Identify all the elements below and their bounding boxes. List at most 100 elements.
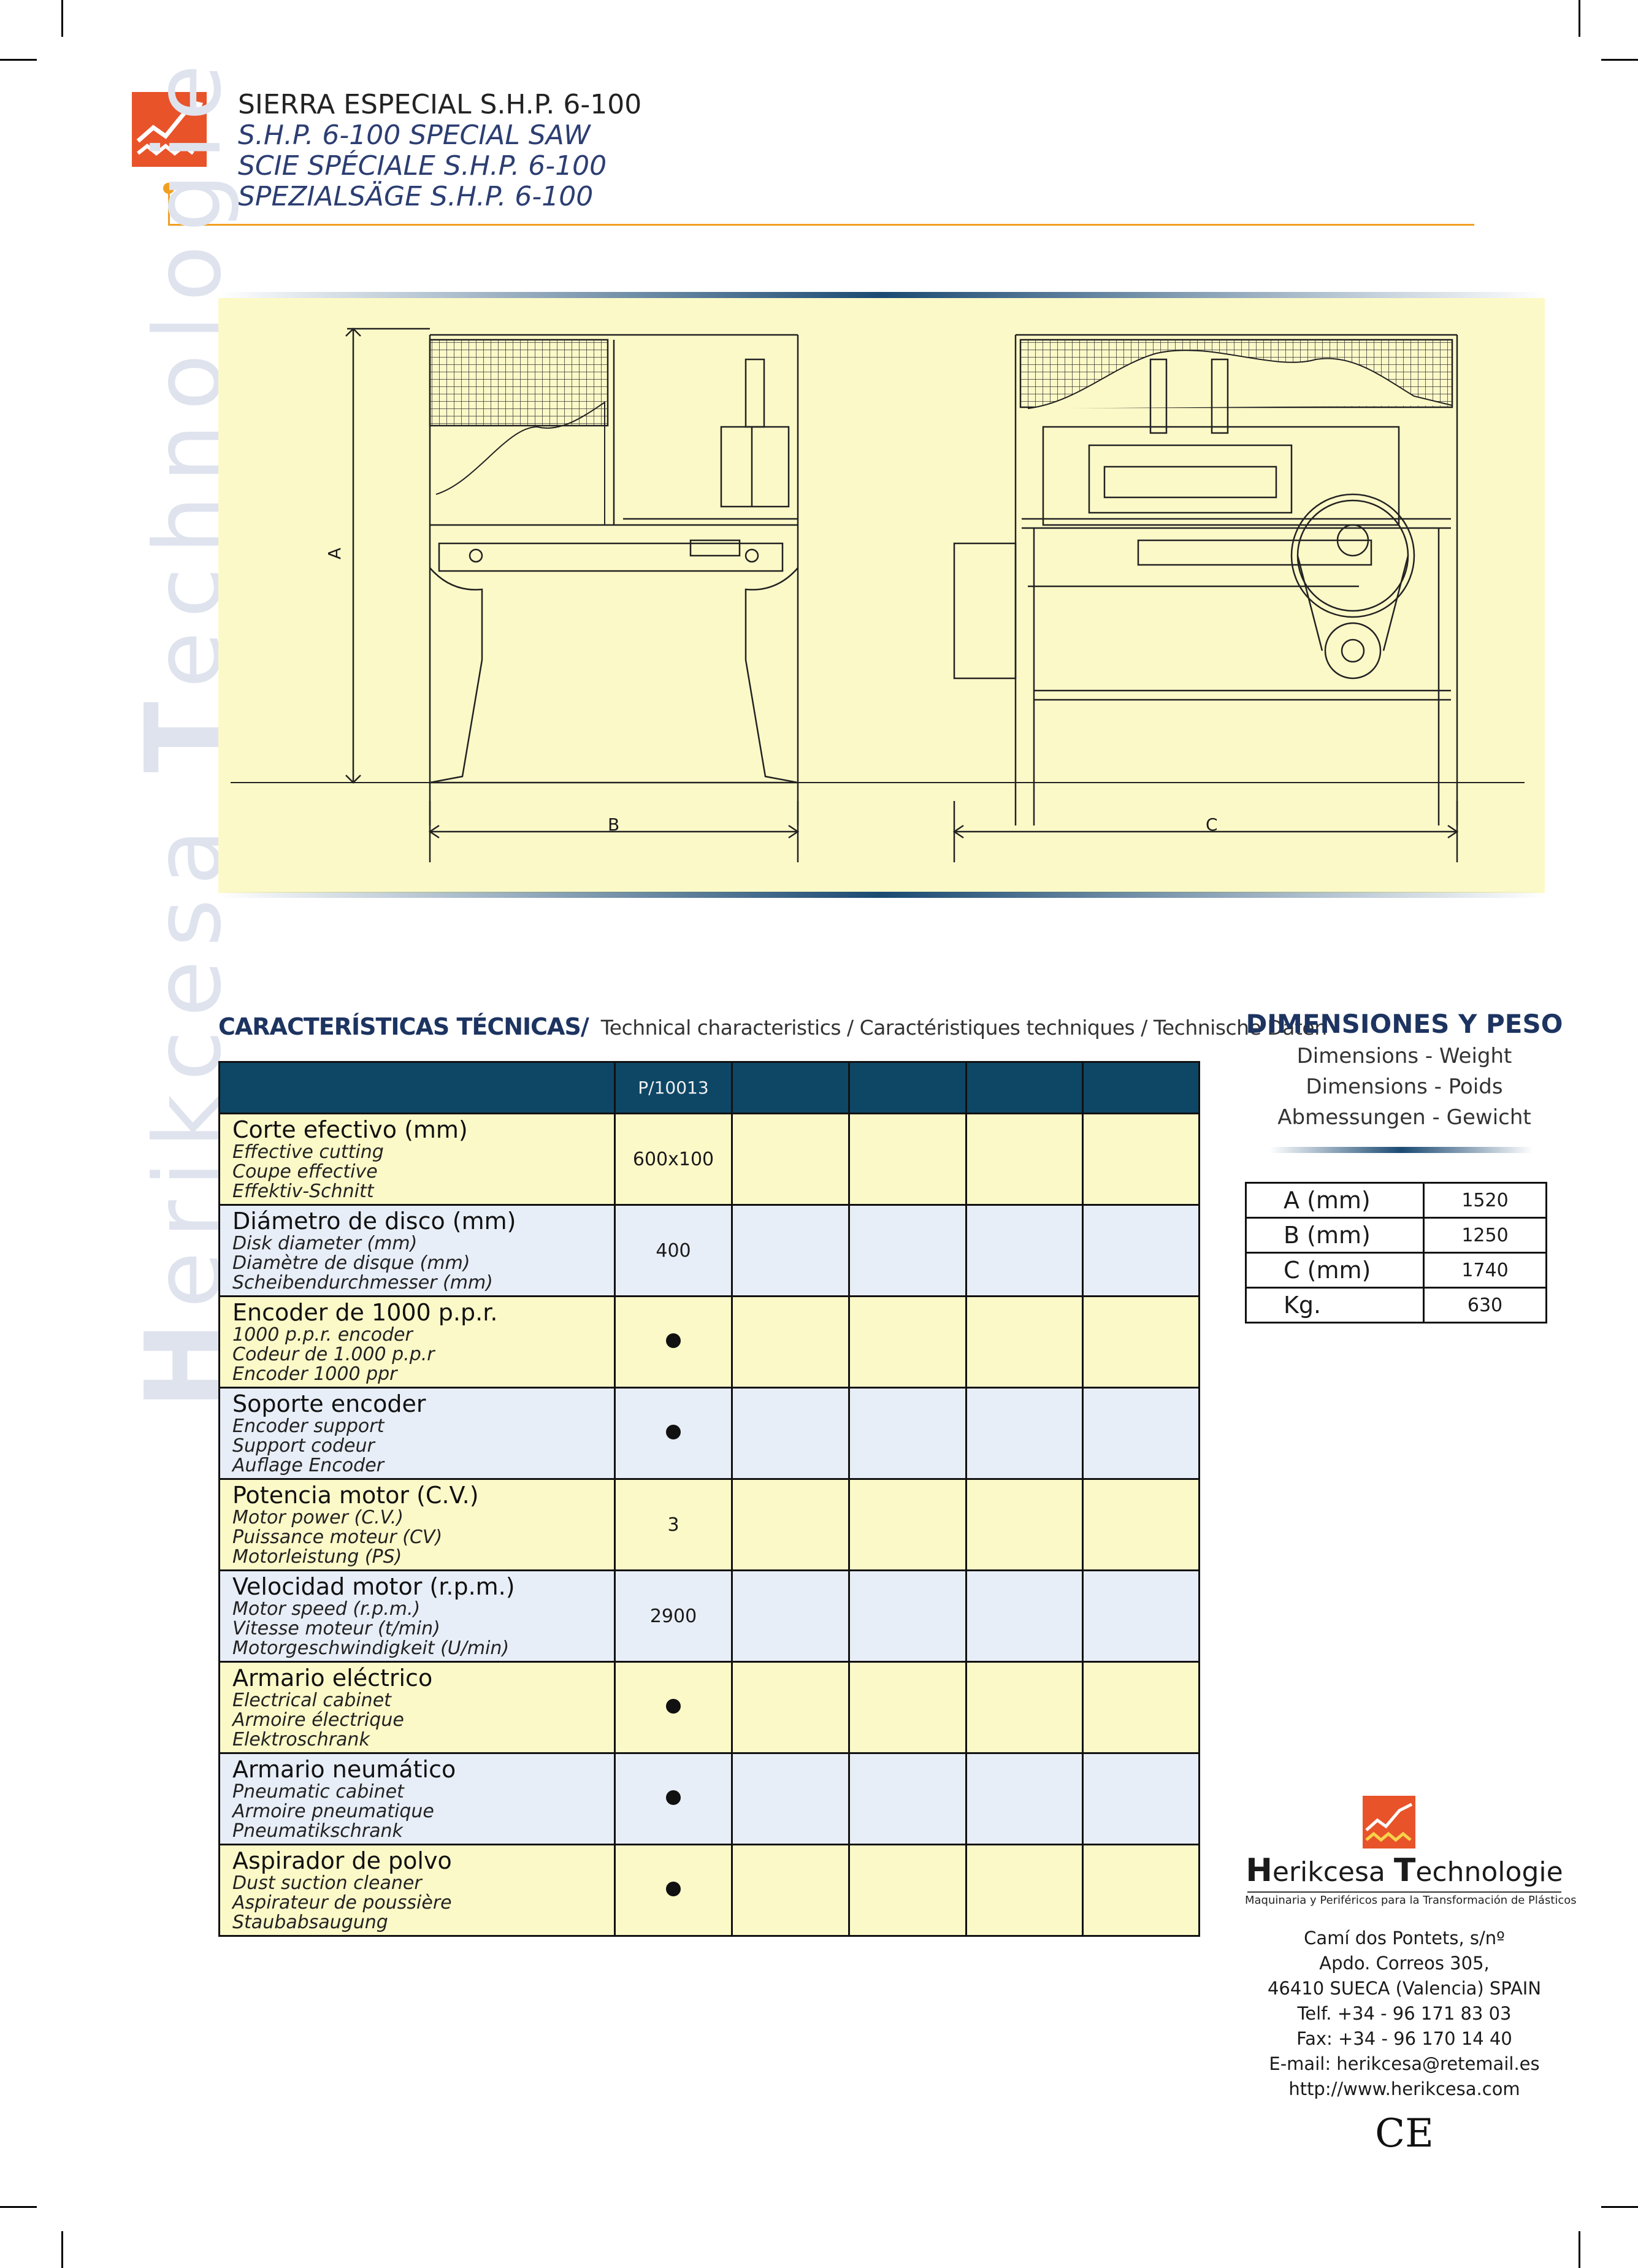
empty-cell — [848, 1387, 967, 1480]
empty-cell — [1082, 1752, 1200, 1845]
spec-label-fr: Armoire électrique — [232, 1709, 404, 1731]
dimension-row: A (mm)1520 — [1245, 1182, 1547, 1219]
empty-cell — [848, 1204, 967, 1297]
table-row: Velocidad motor (r.p.m.)Motor speed (r.p… — [218, 1569, 1200, 1663]
spec-label-de: Elektroschrank — [232, 1729, 370, 1750]
spec-label-de: Pneumatikschrank — [232, 1820, 403, 1842]
included-bullet-icon — [666, 1881, 681, 1896]
empty-cell — [1082, 1844, 1200, 1937]
dimensions-sub-fr: Dimensions - Poids — [1306, 1075, 1503, 1099]
spec-label-es: Velocidad motor (r.p.m.) — [232, 1573, 515, 1600]
crop-mark — [1601, 2206, 1638, 2208]
empty-cell — [848, 1569, 967, 1663]
company-tagline-rule — [1247, 1891, 1561, 1893]
company-word-2: echnologie — [1415, 1856, 1563, 1888]
empty-column-header — [848, 1061, 967, 1114]
spec-label-cell: Potencia motor (C.V.)Motor power (C.V.)P… — [218, 1478, 616, 1571]
spec-label-en: Disk diameter (mm) — [232, 1233, 418, 1254]
spec-label-de: Staubabsaugung — [232, 1912, 388, 1933]
empty-cell — [965, 1387, 1084, 1480]
spec-label-en: Dust suction cleaner — [232, 1872, 422, 1894]
spec-label-es: Corte efectivo (mm) — [232, 1116, 468, 1143]
tech-title: CARACTERÍSTICAS TÉCNICAS/ — [218, 1013, 589, 1040]
spec-label-en: 1000 p.p.r. encoder — [232, 1324, 413, 1346]
spec-value: 3 — [667, 1514, 679, 1536]
spec-value: 600x100 — [632, 1148, 714, 1170]
dim-label-b: B — [608, 814, 620, 835]
address-line: Camí dos Pontets, s/nº — [1304, 1928, 1505, 1948]
empty-cell — [848, 1113, 967, 1206]
header-rule-dot — [163, 183, 174, 194]
empty-cell — [731, 1387, 850, 1480]
spec-value-cell: 600x100 — [614, 1113, 733, 1206]
title-en: S.H.P. 6-100 SPECIAL SAW — [238, 120, 591, 151]
spec-label-fr: Aspirateur de poussière — [232, 1892, 452, 1914]
spec-label-fr: Support codeur — [232, 1435, 375, 1457]
dim-label-a: A — [324, 547, 345, 560]
empty-cell — [965, 1113, 1084, 1206]
dim-label-c: C — [1206, 814, 1218, 835]
dimension-row: C (mm)1740 — [1245, 1252, 1547, 1289]
spec-label-fr: Vitesse moteur (t/min) — [232, 1618, 440, 1639]
spec-label-cell: Velocidad motor (r.p.m.)Motor speed (r.p… — [218, 1569, 616, 1663]
tech-table-header: P/10013 — [218, 1061, 1200, 1114]
empty-cell — [965, 1478, 1084, 1571]
spec-label-en: Pneumatic cabinet — [232, 1781, 404, 1803]
company-initial-h: H — [1246, 1852, 1273, 1889]
spec-value-cell: 3 — [614, 1478, 733, 1571]
header-rule-vertical — [168, 188, 170, 226]
tech-table: P/10013 Corte efectivo (mm)Effective cut… — [218, 1061, 1200, 1937]
spec-label-de: Effektiv-Schnitt — [232, 1181, 374, 1202]
dimension-key: B (mm) — [1245, 1217, 1425, 1254]
empty-cell — [848, 1661, 967, 1754]
ce-mark: CE — [1375, 2111, 1434, 2156]
spec-label-cell: Diámetro de disco (mm)Disk diameter (mm)… — [218, 1204, 616, 1297]
empty-column-header — [965, 1061, 1084, 1114]
address-line: Fax: +34 - 96 170 14 40 — [1296, 2028, 1512, 2049]
header-logo — [132, 92, 207, 167]
tech-subtitle: Technical characteristics / Caractéristi… — [600, 1016, 1327, 1040]
empty-cell — [731, 1478, 850, 1571]
spec-label-es: Diámetro de disco (mm) — [232, 1208, 516, 1235]
empty-cell — [1082, 1478, 1200, 1571]
empty-cell — [1082, 1569, 1200, 1663]
spec-label-en: Motor power (C.V.) — [232, 1507, 404, 1528]
spec-label-es: Armario neumático — [232, 1756, 456, 1783]
empty-cell — [965, 1752, 1084, 1845]
empty-cell — [848, 1844, 967, 1937]
address-line: E-mail: herikcesa@retemail.es — [1269, 2053, 1540, 2074]
included-bullet-icon — [666, 1698, 681, 1714]
spec-value-cell — [614, 1661, 733, 1754]
spec-label-de: Scheibendurchmesser (mm) — [232, 1272, 493, 1293]
machine-drawing — [231, 328, 1525, 862]
spec-label-de: Auflage Encoder — [232, 1455, 384, 1476]
spec-label-cell: Encoder de 1000 p.p.r.1000 p.p.r. encode… — [218, 1295, 616, 1389]
spec-label-es: Potencia motor (C.V.) — [232, 1482, 479, 1509]
empty-cell — [848, 1295, 967, 1389]
address-line: http://www.herikcesa.com — [1288, 2078, 1520, 2099]
dimension-key: Kg. — [1245, 1287, 1425, 1324]
spec-label-fr: Diamètre de disque (mm) — [232, 1252, 470, 1274]
dimension-row: B (mm)1250 — [1245, 1217, 1547, 1254]
address-line: Apdo. Correos 305, — [1319, 1953, 1490, 1974]
empty-column-header — [731, 1061, 850, 1114]
empty-cell — [731, 1661, 850, 1754]
empty-cell — [1082, 1113, 1200, 1206]
table-row: Diámetro de disco (mm)Disk diameter (mm)… — [218, 1204, 1200, 1297]
dimension-key: A (mm) — [1245, 1182, 1425, 1219]
table-row: Potencia motor (C.V.)Motor power (C.V.)P… — [218, 1478, 1200, 1571]
company-tagline: Maquinaria y Periféricos para la Transfo… — [1245, 1894, 1577, 1907]
empty-cell — [731, 1569, 850, 1663]
spec-label-es: Encoder de 1000 p.p.r. — [232, 1299, 498, 1326]
table-row: Encoder de 1000 p.p.r.1000 p.p.r. encode… — [218, 1295, 1200, 1389]
spec-label-en: Effective cutting — [232, 1141, 384, 1163]
header-rule — [168, 224, 1474, 226]
empty-cell — [965, 1844, 1084, 1937]
company-word-1: erikcesa — [1272, 1856, 1385, 1888]
